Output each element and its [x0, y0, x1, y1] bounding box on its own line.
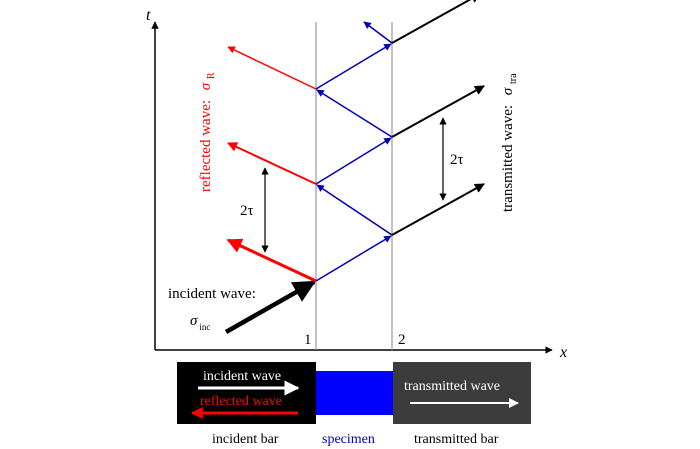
- transmitted-wave-arrow-2: [391, 85, 485, 138]
- t-axis-label: t: [146, 7, 151, 24]
- transmitted-bar: [393, 362, 531, 424]
- interface-2-label: 2: [398, 332, 406, 348]
- svg-text:reflected wave: σ: reflected wave: σ R: [198, 72, 217, 192]
- internal-wave-4: [316, 89, 393, 138]
- incident-wave-arrow: [224, 280, 316, 334]
- reflected-wave-arrow-2: [227, 142, 317, 185]
- reflected-wave-arrow-3: [227, 46, 317, 90]
- specimen-caption: specimen: [322, 432, 375, 447]
- incident-wave-label: incident wave:: [168, 286, 256, 302]
- svg-text:transmitted wave: σ: transmitted wave: σ tra: [500, 73, 519, 212]
- internal-wave-3: [315, 137, 392, 185]
- x-axis-label: x: [559, 344, 567, 361]
- reflected-wave-label: reflected wave: σ R: [198, 72, 217, 192]
- incident-bar-text-reflected: reflected wave: [200, 394, 282, 409]
- interval-label-left: 2τ: [240, 203, 254, 219]
- incident-bar-text-incident: incident wave: [203, 369, 281, 384]
- internal-wave-2: [316, 184, 393, 236]
- transmitted-wave-label: transmitted wave: σ tra: [500, 73, 519, 212]
- incident-bar-caption: incident bar: [212, 432, 279, 447]
- interval-label-right: 2τ: [450, 152, 464, 168]
- internal-wave-5: [315, 43, 392, 90]
- interface-1-label: 1: [304, 332, 312, 348]
- reflected-wave-arrow-1: [226, 238, 317, 283]
- transmitted-wave-arrow-1: [391, 183, 485, 236]
- transmitted-wave-arrow-3: [391, 0, 481, 44]
- transmitted-bar-caption: transmitted bar: [414, 432, 499, 447]
- specimen-block: [316, 371, 393, 415]
- internal-wave-6: [363, 21, 393, 44]
- internal-wave-1: [315, 235, 392, 282]
- transmitted-bar-text: transmitted wave: [404, 379, 500, 394]
